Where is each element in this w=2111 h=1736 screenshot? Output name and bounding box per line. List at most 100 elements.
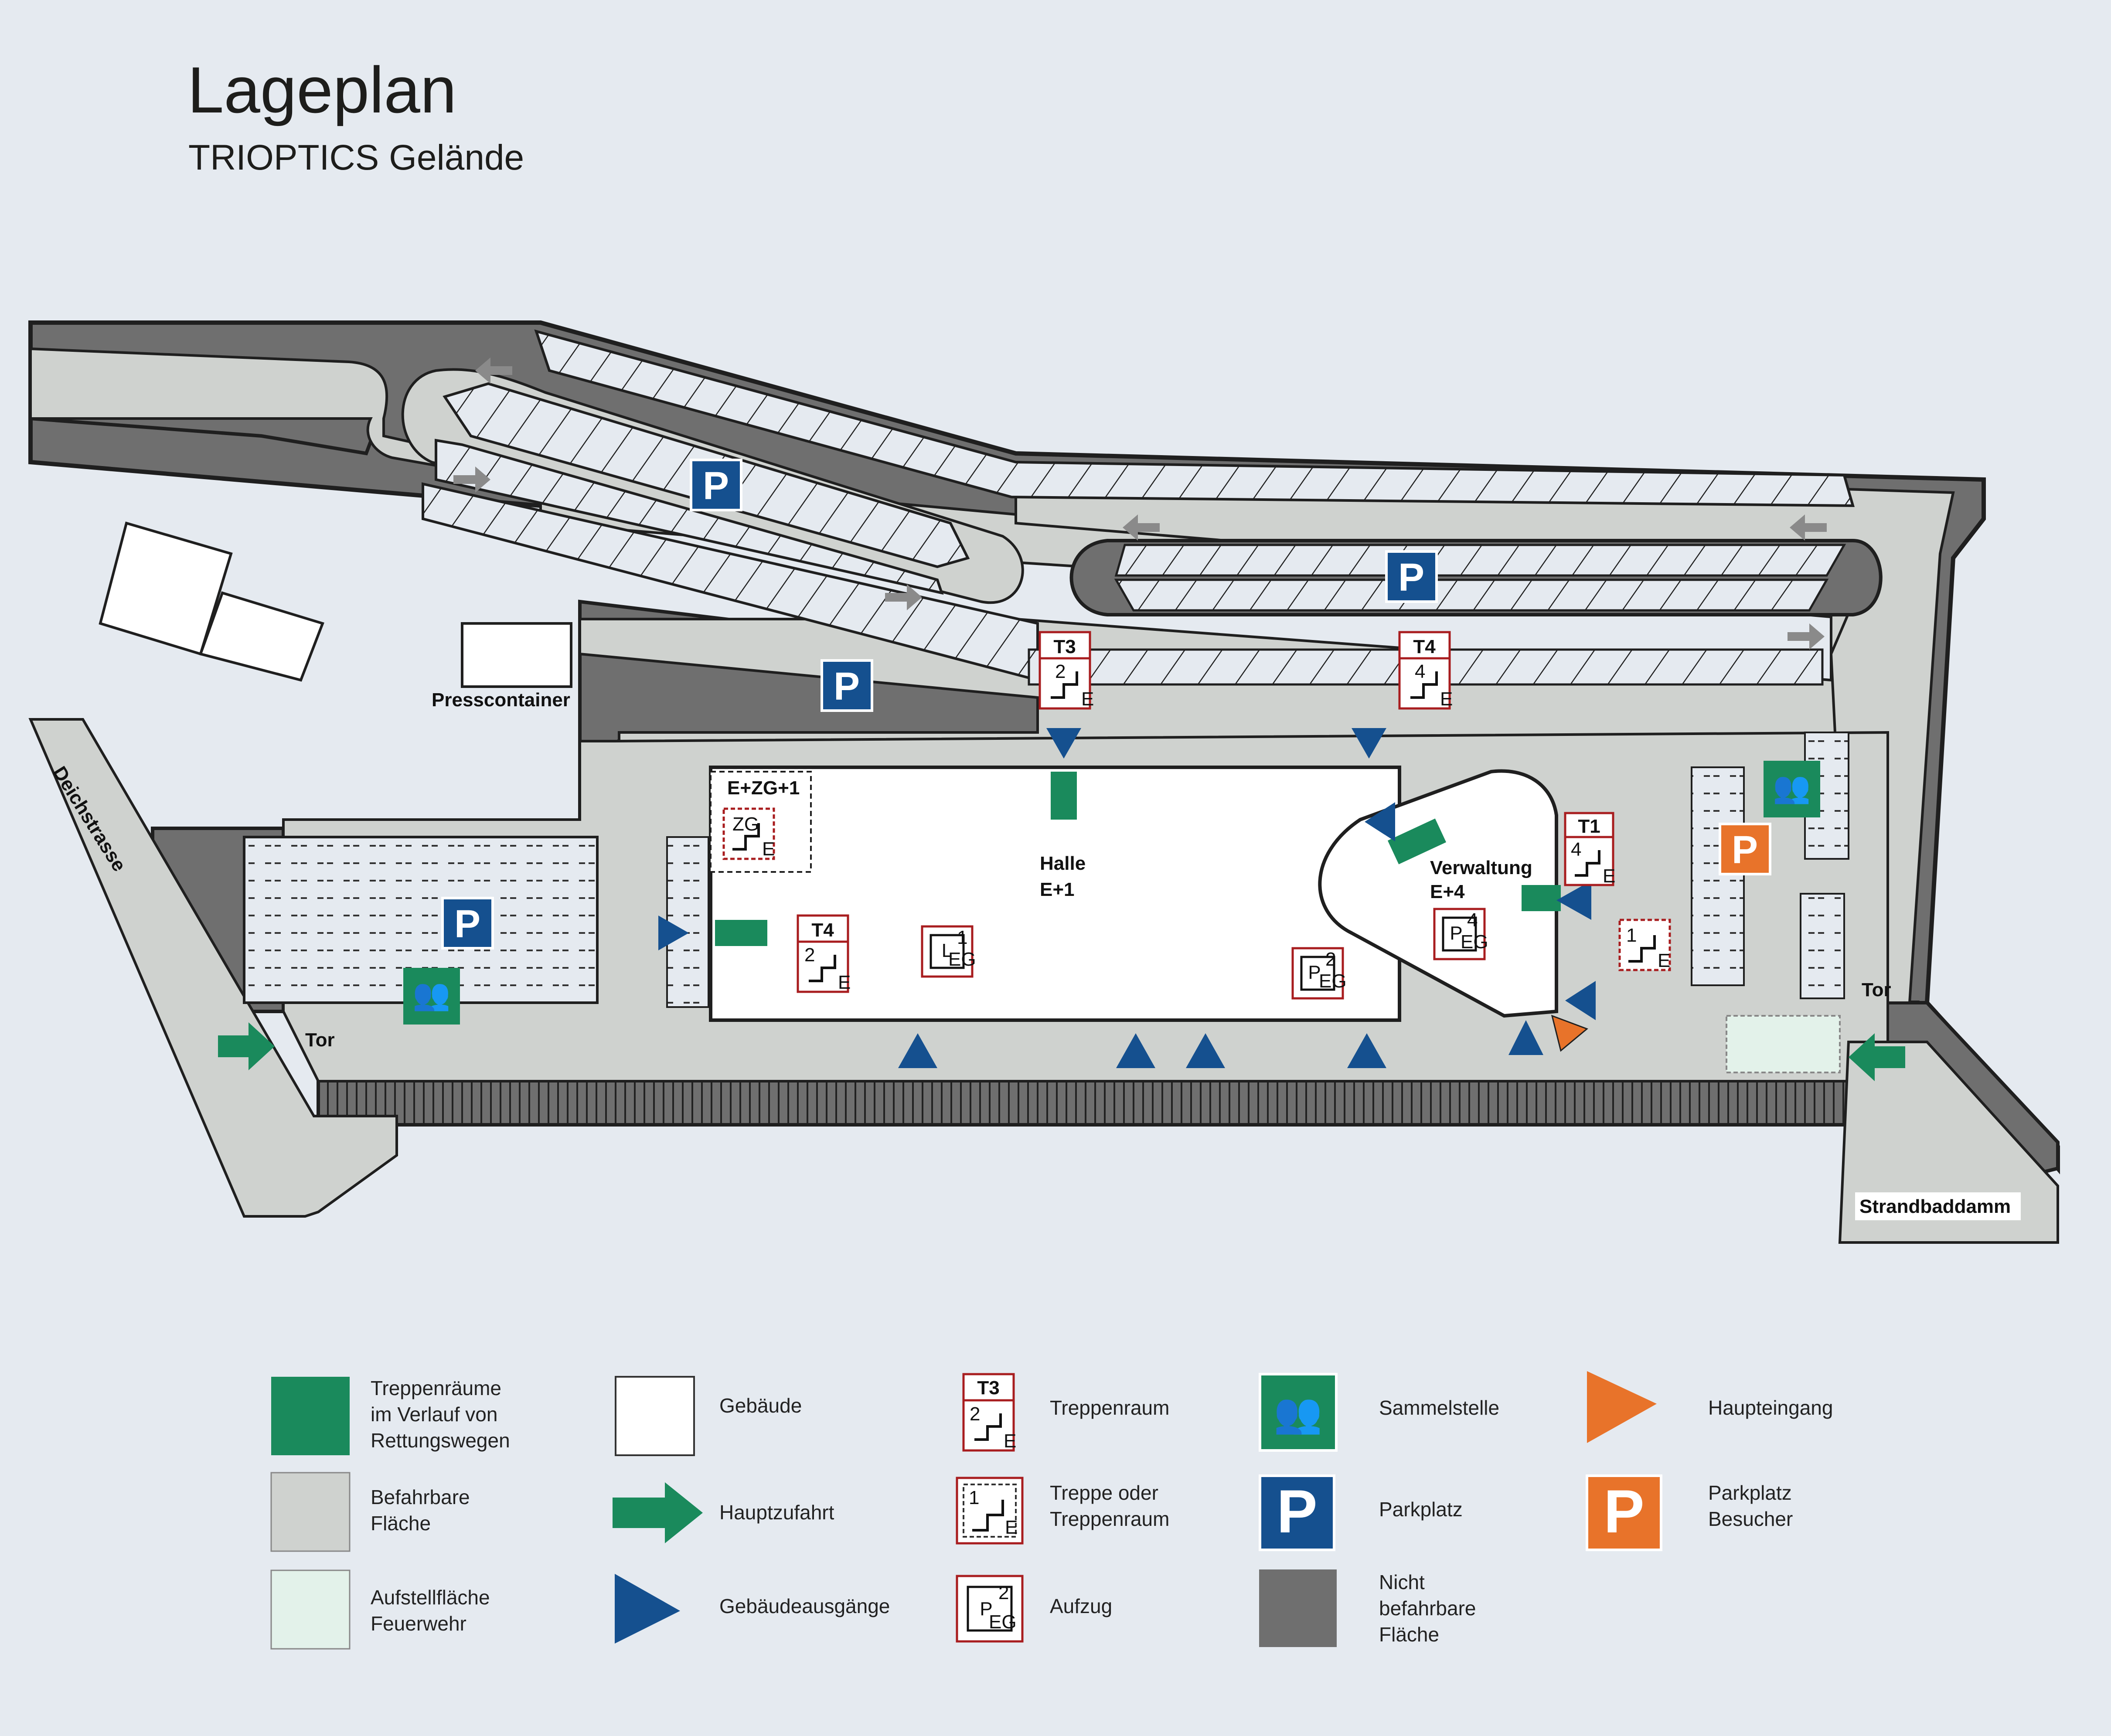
parking-sign-oval: P	[1385, 550, 1438, 603]
legend-lift-icon: P 2 EG	[956, 1575, 1024, 1643]
parking-row-loop-2	[435, 439, 944, 595]
lift-floor: EG	[1461, 931, 1488, 953]
legend-label-gebaeude: Gebäude	[719, 1394, 802, 1417]
parking-sign-west: P	[441, 897, 494, 950]
legend-main-access-arrow	[613, 1482, 703, 1543]
legend-parking-letter: P	[1277, 1477, 1317, 1545]
people-icon: 👥	[412, 977, 450, 1012]
stair-floor: E	[1081, 688, 1094, 710]
legend-label-treppenraum: Treppenraum	[1050, 1396, 1169, 1419]
legend-lift-floor: EG	[989, 1611, 1017, 1633]
verwaltung-level-label: E+4	[1430, 881, 1465, 902]
exit-triangle	[1186, 1033, 1225, 1068]
building-nw-2	[199, 591, 324, 682]
parking-row-north-1	[534, 329, 1855, 507]
presscontainer-label: Presscontainer	[432, 689, 570, 711]
lift-letter: P	[1308, 962, 1321, 983]
legend-swatch-escape-stair	[271, 1377, 350, 1455]
parking-sign-yard: P	[821, 659, 873, 712]
exit-triangle	[1565, 981, 1596, 1020]
page-subtitle: TRIOPTICS Gelände	[188, 138, 524, 177]
exit-triangle	[1046, 728, 1081, 759]
escape-stair-north	[1051, 772, 1077, 820]
lift-letter: P	[1450, 922, 1462, 944]
parking-row-oval-top	[1114, 544, 1846, 577]
traffic-arrow	[1123, 514, 1160, 541]
parking-letter: P	[1398, 556, 1424, 599]
exit-triangle	[658, 916, 689, 950]
assembly-point-west: 👥	[403, 968, 460, 1025]
tor-east-label: Tor	[1862, 979, 1891, 1001]
legend-main-entrance-triangle	[1587, 1371, 1657, 1443]
assembly-point-east: 👥	[1764, 761, 1820, 817]
stair-tag-label: T4	[1413, 636, 1436, 657]
legend-parking-icon: P	[1259, 1474, 1335, 1551]
stair-number: ZG	[732, 814, 759, 835]
legend-stair-tag: T3	[977, 1377, 999, 1399]
legend-swatch-non-drivable	[1259, 1569, 1337, 1647]
access-arrow-west	[218, 1022, 275, 1070]
parking-letter: P	[454, 902, 480, 946]
building-exits	[658, 728, 1596, 1068]
lift-letter: L	[942, 940, 952, 961]
legend-lift-letter: P	[980, 1598, 992, 1620]
main-access-arrows	[218, 1022, 1905, 1081]
traffic-arrow	[453, 466, 490, 493]
escape-stair-west	[715, 920, 767, 946]
stair-number: 4	[1415, 661, 1425, 682]
stair-number: 1	[1626, 925, 1637, 946]
lift-floor: EG	[1319, 970, 1347, 992]
lift-halle-east: P 2 EG	[1291, 947, 1347, 1000]
legend-lift-number: 2	[998, 1582, 1009, 1603]
traffic-arrow	[1790, 514, 1827, 541]
escape-stairways	[715, 772, 1561, 946]
legend-label-aufzug: Aufzug	[1050, 1595, 1112, 1617]
stair-floor: E	[1603, 865, 1615, 887]
exit-triangle	[1352, 728, 1386, 759]
stair-number: 2	[804, 944, 815, 966]
legend-stair-icon: T3 2 E	[962, 1373, 1016, 1452]
stair-floor: E	[838, 972, 851, 993]
legend-swatch-fire-area	[270, 1569, 351, 1650]
stair-number: 4	[1571, 839, 1581, 860]
tor-west-label: Tor	[305, 1029, 335, 1051]
stair-floor: E	[1440, 688, 1453, 710]
parking-letter: P	[703, 464, 729, 508]
legend-label-gebaeudeausgaenge: Gebäudeausgänge	[719, 1595, 890, 1617]
escape-stair-verw-1	[1387, 818, 1447, 865]
exit-triangle	[1556, 881, 1591, 920]
exit-triangle	[1508, 1020, 1543, 1055]
stair-tag-t3: T3 2 E	[1038, 631, 1094, 710]
hall-west-parking	[666, 836, 709, 1008]
verwaltung-label: Verwaltung	[1430, 857, 1532, 878]
legend-label-parkplatz: Parkplatz	[1379, 1498, 1463, 1521]
lift-level: 4	[1467, 909, 1478, 931]
legend-dashed-stair-icon: 1 E	[956, 1477, 1024, 1545]
stair-tag-t4-hall: T4 2 E	[797, 914, 851, 993]
traffic-arrows	[453, 357, 1827, 650]
stair-floor: E	[762, 838, 775, 860]
legend-label-haupteingang: Haupteingang	[1708, 1396, 1833, 1419]
stair-tag-label: T1	[1578, 816, 1600, 837]
visitor-parking-sign: P	[1719, 823, 1771, 875]
halle-level-label: E+1	[1040, 879, 1075, 900]
stair-tag-label: T3	[1053, 636, 1076, 657]
stair-tag-t1: T1 4 E	[1564, 812, 1615, 887]
stair-zg: ZG E	[722, 807, 775, 860]
stair-number: 2	[1055, 661, 1066, 682]
people-icon: 👥	[1773, 770, 1811, 805]
exit-triangle	[1347, 1033, 1386, 1068]
legend-stair-floor: E	[1005, 1517, 1018, 1538]
fire-area	[1726, 1015, 1841, 1073]
ezg-label: E+ZG+1	[727, 777, 800, 799]
strandbaddamm-label: Strandbaddamm	[1859, 1196, 2011, 1217]
parking-row-oval-bottom	[1114, 579, 1829, 612]
escape-stair-verw-2	[1522, 885, 1561, 911]
lift-floor: EG	[948, 949, 976, 970]
page-title: Lageplan	[187, 53, 457, 126]
east-parking-3	[1800, 893, 1845, 999]
legend-swatch-drivable	[270, 1472, 351, 1552]
